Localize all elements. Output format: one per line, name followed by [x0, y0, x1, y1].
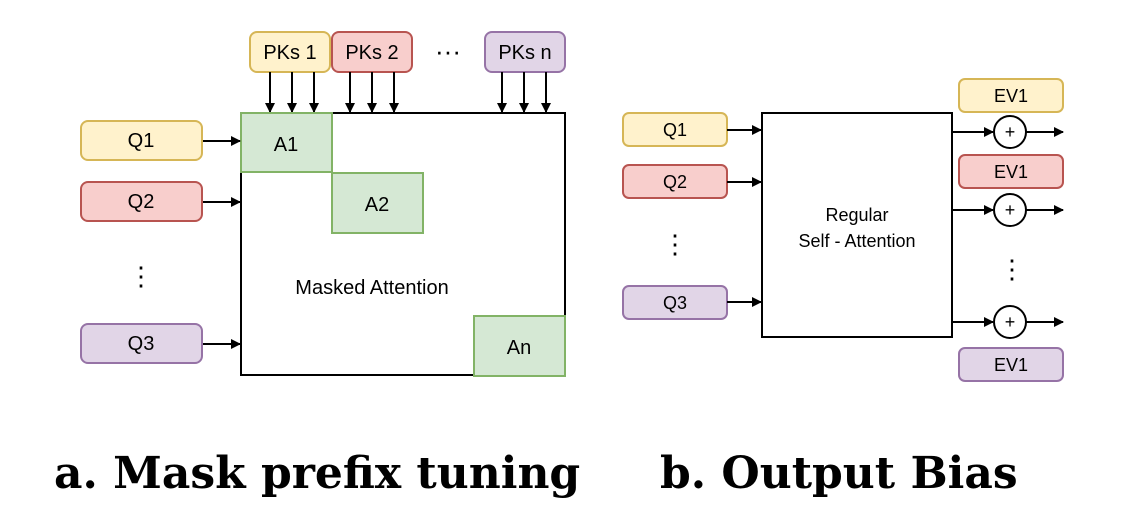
right-query-arrows	[727, 125, 762, 307]
pk-arrows	[265, 72, 551, 113]
right-query-ellipsis: ⋮	[662, 229, 688, 259]
masked-attention-label: Masked Attention	[295, 277, 448, 299]
left-query-3: Q3	[80, 323, 203, 364]
plus-symbol-2: +	[1005, 200, 1016, 220]
output-ellipsis: ⋮	[999, 254, 1025, 284]
self-attention-label-line2: Self - Attention	[798, 231, 915, 251]
pk-box-2: PKs 2	[331, 31, 413, 73]
attention-block-label-n: An	[507, 337, 531, 359]
plus-symbol-1: +	[1005, 122, 1016, 142]
pk-label-1: PKs 1	[263, 42, 316, 64]
pk-label-n: PKs n	[498, 42, 551, 64]
ev-box-1: EV1	[958, 78, 1064, 113]
attention-block-label-2: A2	[365, 194, 389, 216]
right-query-label-3: Q3	[663, 293, 687, 313]
self-attention-box	[761, 112, 953, 338]
left-query-1: Q1	[80, 120, 203, 161]
self-attention-label-line1: Regular	[825, 205, 888, 225]
ev-label-2: EV1	[994, 162, 1028, 182]
right-query-label-1: Q1	[663, 120, 687, 140]
right-caption: b. Output Bias	[660, 448, 1018, 499]
attention-block-1: A1	[240, 112, 333, 173]
left-query-label-1: Q1	[128, 130, 155, 152]
right-query-1: Q1	[622, 112, 728, 147]
pk-box-n: PKs n	[484, 31, 566, 73]
plus-symbol-3: +	[1005, 312, 1016, 332]
right-panel: Q1 Q2 ⋮ Q3 Regular Self - Attention EV1 …	[622, 78, 1064, 499]
pk-box-1: PKs 1	[249, 31, 331, 73]
right-query-label-2: Q2	[663, 172, 687, 192]
left-query-label-2: Q2	[128, 191, 155, 213]
left-query-arrows	[203, 136, 241, 349]
ev-box-2: EV1	[958, 154, 1064, 189]
left-query-2: Q2	[80, 181, 203, 222]
right-query-3: Q3	[622, 285, 728, 320]
attention-block-label-1: A1	[274, 134, 298, 156]
attention-block-2: A2	[331, 172, 424, 234]
right-query-2: Q2	[622, 164, 728, 199]
output-adders	[952, 115, 1064, 339]
ev-label-1: EV1	[994, 86, 1028, 106]
attention-block-n: An	[473, 315, 566, 377]
pk-label-2: PKs 2	[345, 42, 398, 64]
ev-box-3: EV1	[958, 347, 1064, 382]
left-panel: PKs 1 PKs 2 ··· PKs n Masked Attention	[54, 31, 580, 499]
left-caption: a. Mask prefix tuning	[54, 448, 580, 499]
left-query-ellipsis: ⋮	[128, 261, 154, 291]
pk-ellipsis: ···	[435, 36, 461, 66]
left-query-label-3: Q3	[128, 333, 155, 355]
ev-label-3: EV1	[994, 355, 1028, 375]
